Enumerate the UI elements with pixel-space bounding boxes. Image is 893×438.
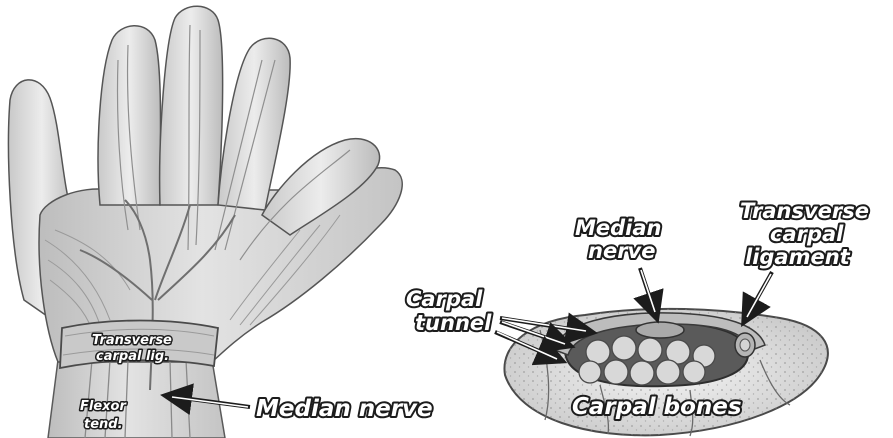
middle-finger xyxy=(160,6,223,205)
hand-ligament-label-line2: carpal lig. xyxy=(96,349,169,364)
section-carpal-bones-label: Carpal bones xyxy=(572,394,742,420)
section-ligament-arrow xyxy=(745,272,772,320)
section-median-nerve-label-line2: nerve xyxy=(588,239,655,263)
hand-tendon-label-line1: Flexor xyxy=(80,399,127,414)
hand-palm-view xyxy=(9,6,403,438)
median-nerve-cross-section xyxy=(636,322,684,338)
ring-finger xyxy=(218,38,290,210)
hand-ligament-label-line1: Transverse xyxy=(92,333,172,348)
section-median-nerve-label-line1: Median xyxy=(575,216,662,240)
hand-tendon-label-line2: tend. xyxy=(84,417,123,432)
section-tunnel-label-line1: Carpal xyxy=(406,287,483,311)
hand-median-nerve-label: Median nerve xyxy=(256,396,433,422)
section-tunnel-label-line2: tunnel xyxy=(415,311,492,335)
section-ligament-label-line1: Transverse xyxy=(740,199,869,223)
section-ligament-label-line2: carpal xyxy=(770,222,844,246)
index-finger xyxy=(98,26,160,205)
section-ligament-label-line3: ligament xyxy=(745,245,851,269)
